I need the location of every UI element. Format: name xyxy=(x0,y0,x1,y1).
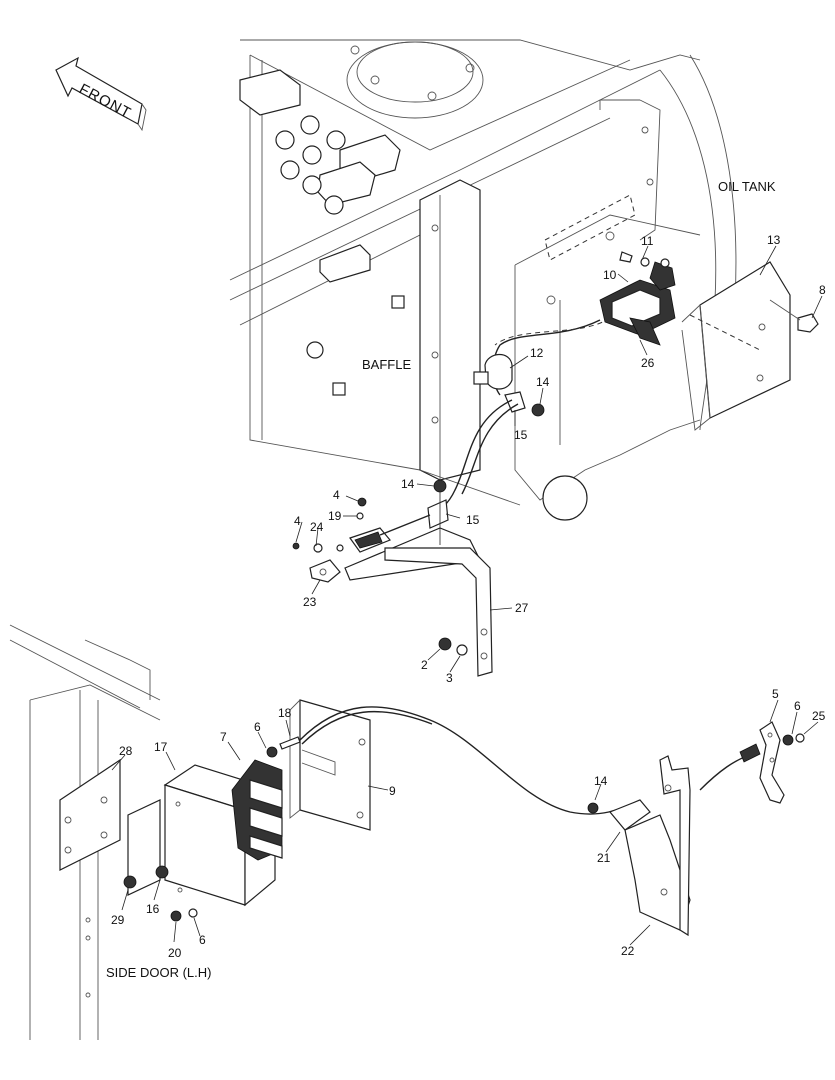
callout-4: 4 xyxy=(333,488,340,502)
pedal-bracket-assembly xyxy=(587,721,805,937)
callout-6: 6 xyxy=(199,933,206,947)
callout-14: 14 xyxy=(536,375,550,389)
callout-15: 15 xyxy=(514,428,528,442)
controller-assembly xyxy=(123,699,371,922)
callout-15: 15 xyxy=(466,513,480,527)
callout-9: 9 xyxy=(389,784,396,798)
callout-27: 27 xyxy=(515,601,529,615)
callout-leaders xyxy=(111,245,823,946)
callout-3: 3 xyxy=(446,671,453,685)
callout-23: 23 xyxy=(303,595,317,609)
callout-17: 17 xyxy=(154,740,168,754)
callout-14: 14 xyxy=(401,477,415,491)
callout-26: 26 xyxy=(641,356,655,370)
callout-6: 6 xyxy=(794,699,801,713)
callout-11: 11 xyxy=(641,234,654,248)
callout-28: 28 xyxy=(119,744,133,758)
cable-bracket-27 xyxy=(292,479,493,677)
callout-25: 25 xyxy=(812,709,826,723)
callout-numbers: 2 3 4 4 5 6 6 6 7 8 9 10 11 12 13 14 14 … xyxy=(111,233,826,960)
callout-18: 18 xyxy=(278,706,292,720)
baffle-label: BAFFLE xyxy=(362,357,411,372)
front-direction-arrow: FRONT xyxy=(55,56,147,132)
callout-6: 6 xyxy=(254,720,261,734)
actuator-assembly xyxy=(492,251,819,431)
control-cable-lower xyxy=(299,706,761,815)
callout-7: 7 xyxy=(220,730,227,744)
callout-29: 29 xyxy=(111,913,125,927)
callout-4: 4 xyxy=(294,514,301,528)
callout-22: 22 xyxy=(621,944,635,958)
callout-5: 5 xyxy=(772,687,779,701)
callout-19: 19 xyxy=(328,509,342,523)
side-door-frame xyxy=(9,624,161,1040)
callout-10: 10 xyxy=(603,268,617,282)
callout-13: 13 xyxy=(767,233,781,247)
side-door-label: SIDE DOOR (L.H) xyxy=(106,965,211,980)
callout-21: 21 xyxy=(597,851,611,865)
oil-tank-label: OIL TANK xyxy=(718,179,776,194)
callout-20: 20 xyxy=(168,946,182,960)
callout-8: 8 xyxy=(819,283,826,297)
upper-frame-structure xyxy=(229,39,737,521)
callout-2: 2 xyxy=(421,658,428,672)
callout-16: 16 xyxy=(146,902,160,916)
callout-24: 24 xyxy=(310,520,324,534)
callout-12: 12 xyxy=(530,346,544,360)
callout-14: 14 xyxy=(594,774,608,788)
control-cable-upper xyxy=(429,353,545,516)
